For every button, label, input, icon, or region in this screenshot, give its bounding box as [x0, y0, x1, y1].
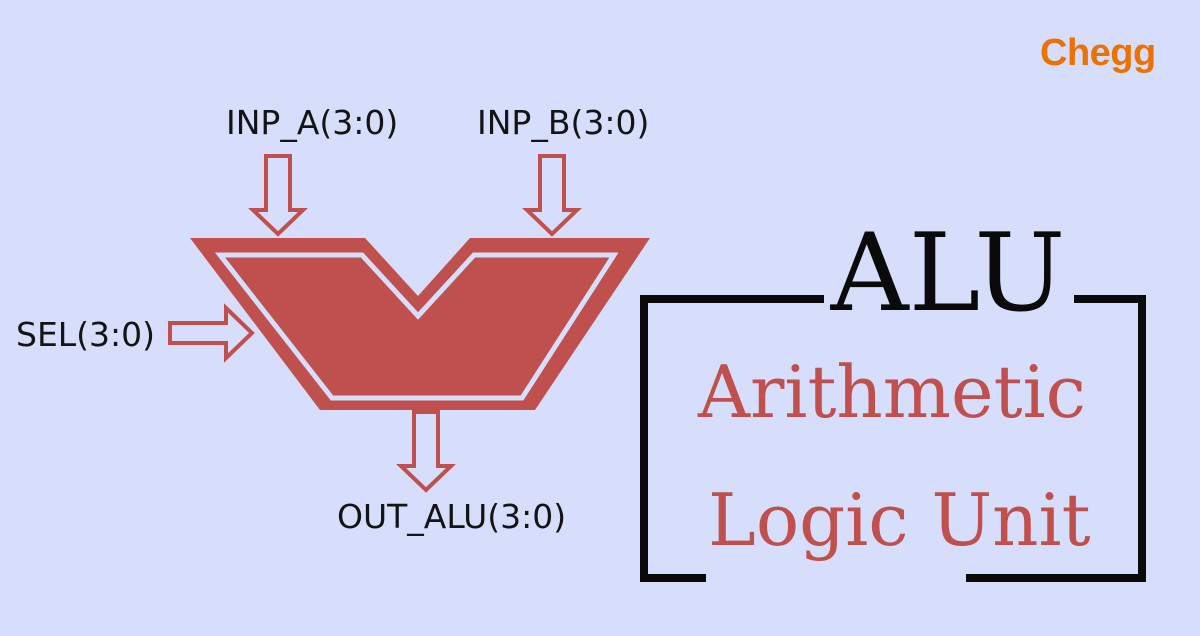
subtitle-line-1: Arithmetic	[698, 350, 1086, 434]
sel-arrow	[168, 303, 255, 363]
input-a-arrow	[248, 154, 308, 237]
bracket-top-right	[966, 295, 1146, 582]
input-a-label: INP_A(3:0)	[226, 103, 399, 142]
alu-title: ALU	[830, 211, 1066, 336]
chegg-logo: Chegg	[1040, 32, 1156, 74]
subtitle-line-2: Logic Unit	[708, 478, 1091, 562]
input-b-arrow	[522, 154, 582, 237]
output-label: OUT_ALU(3:0)	[337, 497, 567, 536]
alu-body-outer	[190, 238, 650, 410]
bracket-top-left	[640, 295, 824, 582]
output-arrow	[396, 410, 456, 493]
select-label: SEL(3:0)	[16, 315, 156, 354]
alu-body-outline	[214, 252, 619, 401]
input-b-label: INP_B(3:0)	[477, 103, 650, 142]
